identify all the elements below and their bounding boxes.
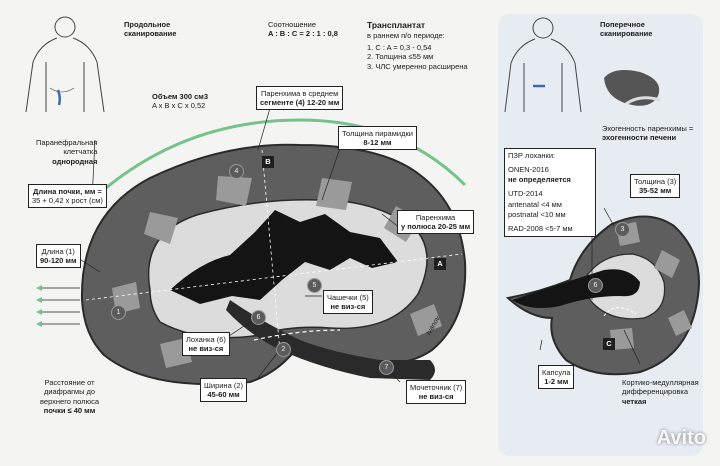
echogenicity-label: Эхогенность паренхимы = эхогенности пече… [602, 124, 694, 143]
cortico-label: Кортико-медуллярная дифференцировка четк… [622, 378, 699, 406]
transverse-pelvis [512, 269, 640, 308]
transverse-title: Поперечное сканирование [600, 20, 653, 39]
marker-1: 1 [111, 305, 126, 320]
pelvicalyceal-system [170, 210, 398, 304]
volume-label: Объем 300 см3 A x B x C x 0,52 [152, 92, 209, 111]
transverse-pyramids [610, 222, 692, 350]
marker-2: 2 [276, 342, 291, 357]
pelvis-criteria-box: ПЗР лоханки: ONEN-2016 не определяется U… [504, 148, 596, 237]
avito-watermark: Avito [656, 427, 706, 449]
pelvis-box: Лоханка (6) не виз-ся [182, 332, 230, 356]
marker-3: 3 [615, 222, 630, 237]
hilum-dash [253, 329, 341, 341]
torso-sketch-left [25, 16, 105, 113]
diaphragm-label: Расстояние от диафрагмы до верхнего полю… [40, 378, 100, 416]
thickness-box: Толщина (3) 35-52 мм [630, 174, 681, 198]
cortico-dash [603, 307, 637, 317]
longitudinal-title: Продольное сканирование [124, 20, 177, 39]
ureter-box: Мочеточник (7) не виз-ся [406, 380, 467, 404]
kidney-marker-left [56, 89, 62, 106]
width-box: Ширина (2) 45-60 мм [200, 378, 247, 402]
axis-b-line [261, 149, 281, 353]
marker-6-transverse: 6 [588, 278, 603, 293]
perirenal-arc [90, 118, 467, 202]
perirenal-label: Паранефральная клетчатка однородная [36, 138, 98, 166]
diaphragm-arrows [36, 285, 42, 327]
length-box: Длина (1) 90-120 мм [36, 244, 81, 268]
capsule-box: Капсула 1-2 мм [538, 365, 575, 389]
marker-5: 5 [307, 278, 322, 293]
axis-c-marker: C [603, 338, 615, 350]
ratio-block: Соотношение A : B : C = 2 : 1 : 0,8 [268, 20, 338, 39]
axis-a-marker: A [434, 258, 446, 270]
calyx-box: Чашечки (5) не виз-ся [323, 290, 373, 314]
marker-7: 7 [379, 360, 394, 375]
transverse-icon-sinus [625, 96, 661, 106]
parenchyma-mid-box: Паренхима в среднем сегменте (4) 12-20 м… [256, 86, 344, 110]
axis-b-marker: B [262, 156, 274, 168]
length-formula-box: Длина почки, мм = 35 + 0,42 x рост (см) [28, 184, 107, 208]
torso-sketch-right [504, 17, 582, 113]
marker-4: 4 [229, 164, 244, 179]
pyramid-box: Толщина пирамидки 8-12 мм [338, 126, 417, 150]
parenchyma-pole-box: Паренхима у полюса 20-25 мм [397, 210, 475, 234]
marker-6: 6 [251, 310, 266, 325]
transplant-block: Трансплантат в раннем п/о периоде: 1. C … [367, 20, 468, 71]
